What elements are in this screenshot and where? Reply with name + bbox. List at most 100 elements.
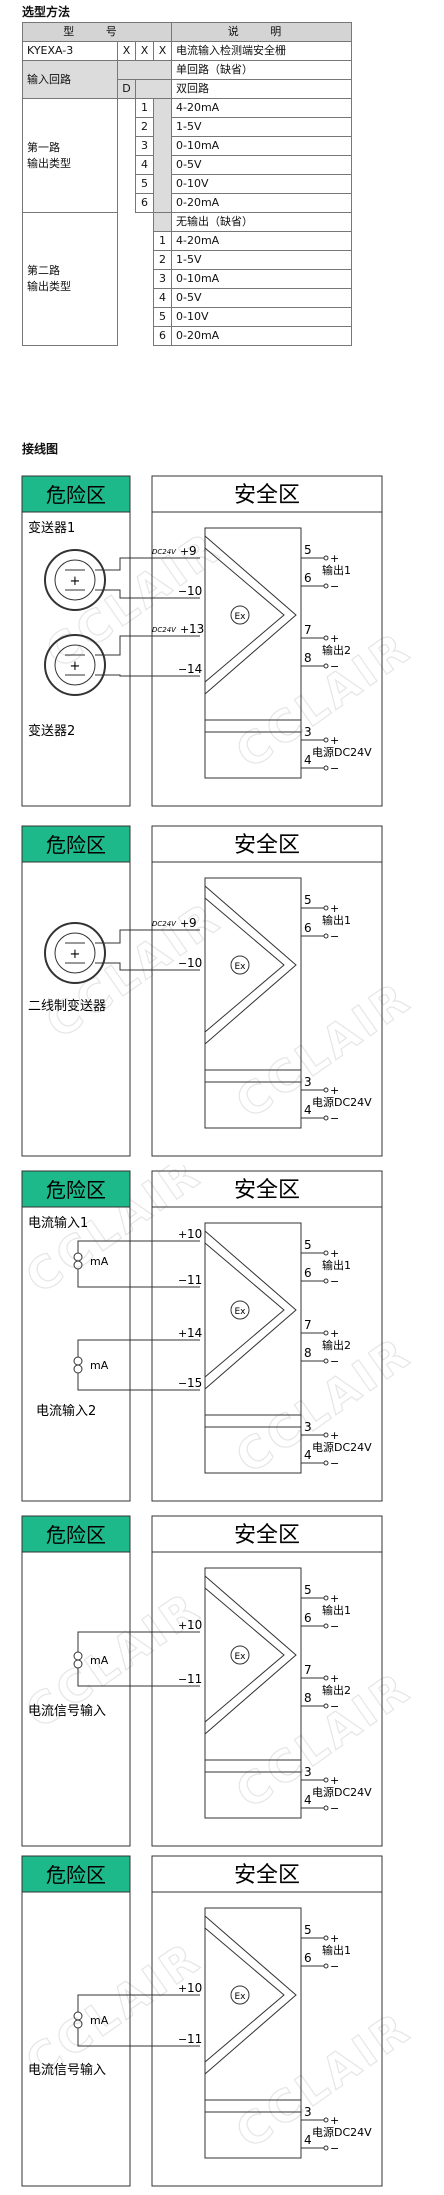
terminal-number: 6 <box>304 1951 312 1965</box>
barrier-module: Ex <box>204 877 302 1129</box>
out2-desc: 0-20mA <box>171 326 352 346</box>
barrier-module: Ex <box>204 1907 302 2159</box>
svg-text:−: − <box>178 585 187 598</box>
wiring-diagram-1: CCLAIR CCLAIR 危险区 安全区 变送器1 变送器2 + + DC24… <box>21 475 422 807</box>
terminal-number: 14 <box>187 662 202 676</box>
wiring-diagram-3: CCLAIR CCLAIR 危险区 安全区 电流输入1 电流输入2 mA mA … <box>16 1165 422 1502</box>
model-code: KYEXA-3 <box>22 41 118 61</box>
safe-zone-title: 安全区 <box>234 833 300 858</box>
svg-text:+: + <box>330 1429 339 1442</box>
svg-text:+: + <box>178 1619 187 1632</box>
out1-desc: 1-5V <box>171 117 352 137</box>
wiring-diagram-5: CCLAIR CCLAIR 危险区 安全区 mA +10 −11 电流信号输入 … <box>16 1855 422 2187</box>
out1-label: 第一路 输出类型 <box>22 98 118 213</box>
output-label: 输出1 <box>322 1943 351 1957</box>
out1-code: 2 <box>135 117 154 137</box>
wiring-diagram-4: CCLAIR CCLAIR 危险区 安全区 mA +10 −11 电流信号输入 … <box>16 1515 422 1847</box>
terminal-number: 10 <box>187 1618 202 1632</box>
terminal-label: DC24V <box>152 920 177 928</box>
device-label: 二线制变送器 <box>28 998 106 1014</box>
terminal-number: 3 <box>304 1765 312 1779</box>
svg-text:−: − <box>330 930 339 943</box>
out1-code: 6 <box>135 193 154 213</box>
danger-zone-header <box>21 1855 131 1893</box>
out1-desc: 0-10mA <box>171 136 352 156</box>
svg-text:−: − <box>178 957 187 970</box>
safe-zone-title: 安全区 <box>234 1523 300 1548</box>
terminal-number: 15 <box>187 1376 202 1390</box>
input-label: 电流信号输入 <box>28 1703 106 1719</box>
terminal-number: 9 <box>189 916 197 930</box>
input-loop-label: 输入回路 <box>22 60 118 99</box>
ex-mark: Ex <box>234 612 246 622</box>
input-label: 电流输入1 <box>28 1215 88 1231</box>
barrier-module: Ex <box>204 1222 302 1474</box>
svg-text:+: + <box>330 1247 339 1260</box>
ex-mark: Ex <box>234 1992 246 2002</box>
input-label: 电流信号输入 <box>28 2062 106 2078</box>
terminal-number: 3 <box>304 1075 312 1089</box>
output-label: 输出1 <box>322 1258 351 1272</box>
out2-label: 第二路 输出类型 <box>22 212 118 346</box>
input-label: 电流输入2 <box>36 1403 96 1419</box>
terminal-number: 13 <box>189 622 204 636</box>
svg-text:−: − <box>330 660 339 673</box>
out2-desc: 0-10mA <box>171 269 352 289</box>
ma-label: mA <box>90 1359 109 1372</box>
danger-zone-header <box>21 1515 131 1553</box>
input-d-code: D <box>117 79 136 99</box>
terminal-number: 3 <box>304 2105 312 2119</box>
svg-text:+: + <box>180 917 189 930</box>
terminal-number: 5 <box>304 1583 312 1597</box>
svg-text:−: − <box>178 1274 187 1287</box>
svg-text:−: − <box>330 580 339 593</box>
svg-text:−: − <box>178 1673 187 1686</box>
terminal-number: 6 <box>304 921 312 935</box>
svg-text:+: + <box>180 545 189 558</box>
svg-text:+: + <box>330 902 339 915</box>
svg-text:−: − <box>178 2033 187 2046</box>
output-label: 输出1 <box>322 913 351 927</box>
terminal-number: 8 <box>304 651 312 665</box>
terminal-number: 8 <box>304 1346 312 1360</box>
svg-text:−: − <box>330 762 339 775</box>
svg-text:−: − <box>330 1960 339 1973</box>
terminal-number: 10 <box>187 956 202 970</box>
out1-desc: 0-5V <box>171 155 352 175</box>
terminal-number: 9 <box>189 544 197 558</box>
output-label: 输出2 <box>322 643 351 657</box>
barrier-module: Ex <box>204 1567 302 1819</box>
danger-zone-title: 危险区 <box>46 483 106 507</box>
safe-zone-title: 安全区 <box>234 1863 300 1888</box>
svg-text:−: − <box>178 1377 187 1390</box>
danger-zone-title: 危险区 <box>46 833 106 857</box>
model-desc: 电流输入检测端安全栅 <box>171 41 352 61</box>
out1-desc: 0-20mA <box>171 193 352 213</box>
terminal-number: 8 <box>304 1691 312 1705</box>
svg-text:−: − <box>330 2142 339 2155</box>
out2-code: 2 <box>153 250 172 270</box>
svg-text:−: − <box>330 1802 339 1815</box>
svg-text:+: + <box>330 632 339 645</box>
power-label: 电源DC24V <box>312 1785 372 1799</box>
power-label: 电源DC24V <box>312 1440 372 1454</box>
terminal-number: 10 <box>187 1227 202 1241</box>
terminal-number: 4 <box>304 1103 312 1117</box>
ex-mark: Ex <box>234 1307 246 1317</box>
model-x2: X <box>135 41 154 61</box>
danger-zone-title: 危险区 <box>46 1178 106 1202</box>
safe-zone-title: 安全区 <box>234 483 300 508</box>
svg-text:−: − <box>330 1457 339 1470</box>
terminal-number: 5 <box>304 1238 312 1252</box>
terminal-number: 4 <box>304 1448 312 1462</box>
terminal-number: 6 <box>304 1611 312 1625</box>
svg-text:−: − <box>330 1620 339 1633</box>
terminal-number: 6 <box>304 571 312 585</box>
terminal-number: 5 <box>304 543 312 557</box>
device-label: 变送器2 <box>28 723 75 739</box>
svg-text:+: + <box>70 947 81 962</box>
svg-text:−: − <box>330 1275 339 1288</box>
barrier-module: Ex <box>204 527 302 779</box>
out1-desc: 4-20mA <box>171 98 352 118</box>
svg-text:+: + <box>330 734 339 747</box>
